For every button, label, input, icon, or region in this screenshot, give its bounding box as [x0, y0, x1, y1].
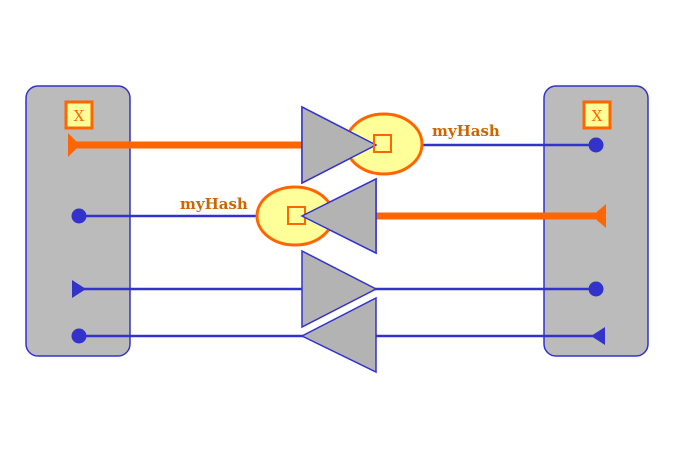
left-x-box-icon: X	[64, 100, 94, 130]
right-x-label: X	[592, 107, 603, 125]
row1-right-dot-icon	[588, 137, 604, 153]
row2-hash-node-icon	[255, 177, 377, 255]
row1-left-arrow-icon	[68, 133, 80, 157]
row3-left-arrow-icon	[72, 280, 86, 298]
row4-right-arrow-icon	[591, 327, 605, 345]
row3-right-dot-icon	[588, 281, 604, 297]
row1-hash-label: myHash	[432, 122, 500, 140]
row3-gate-icon	[301, 249, 378, 329]
row2-right-arrow-icon	[592, 204, 606, 228]
row2-hash-label: myHash	[180, 195, 248, 213]
row1-hash-node-icon	[301, 105, 424, 185]
right-x-box-icon: X	[582, 100, 612, 130]
row4-gate-icon	[300, 296, 377, 374]
left-x-label: X	[74, 107, 85, 125]
